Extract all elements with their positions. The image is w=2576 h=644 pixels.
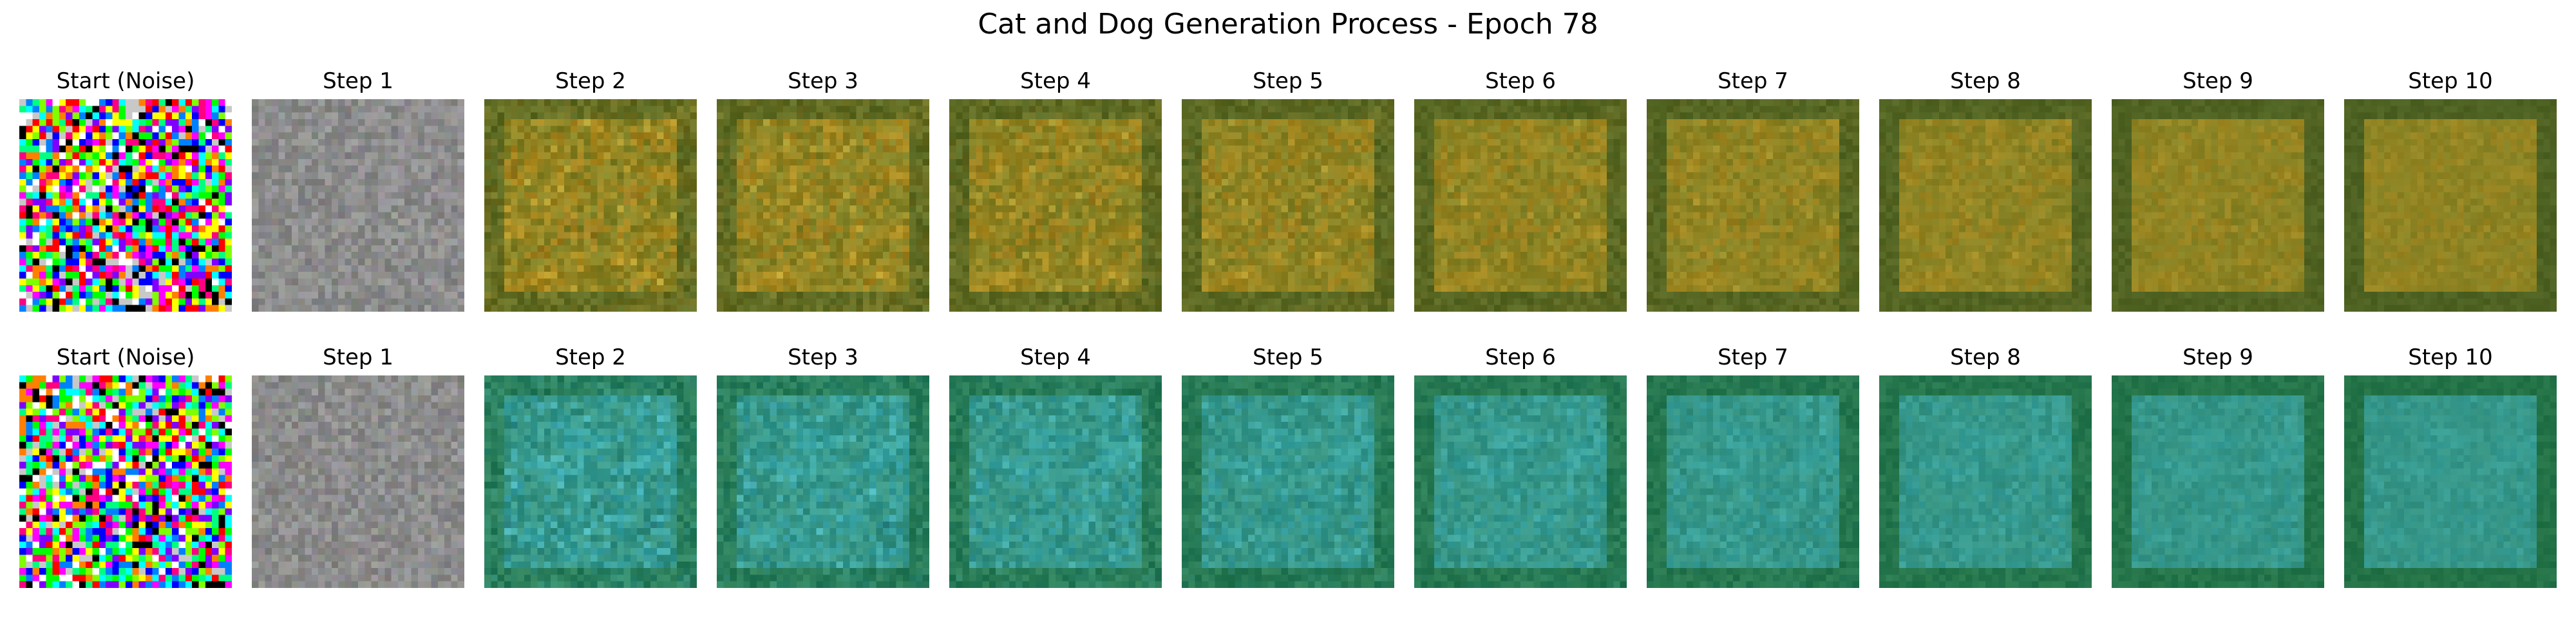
generated-image	[2344, 375, 2557, 588]
dog-row-panel-9: Step 9	[2112, 343, 2324, 588]
generated-image	[2112, 375, 2324, 588]
panel-title: Step 1	[323, 68, 393, 94]
cat-row-panel-7: Step 7	[1647, 67, 1859, 312]
panel-title: Step 7	[1718, 345, 1788, 370]
panel-title: Step 3	[788, 68, 858, 94]
panel-title: Step 1	[323, 345, 393, 370]
figure-title: Cat and Dog Generation Process - Epoch 7…	[978, 8, 1598, 41]
cat-row-panel-2: Step 2	[484, 67, 697, 312]
panel-title: Step 4	[1020, 345, 1091, 370]
generated-image	[1414, 99, 1627, 312]
generated-image	[1647, 375, 1859, 588]
panel-title: Step 4	[1020, 68, 1091, 94]
generated-image	[1879, 375, 2092, 588]
generated-image	[484, 99, 697, 312]
cat-row-panel-1: Step 1	[252, 67, 464, 312]
generated-image	[949, 99, 1162, 312]
panel-title: Step 6	[1485, 68, 1556, 94]
generated-image	[252, 99, 464, 312]
dog-row-panel-10: Step 10	[2344, 343, 2557, 588]
generated-image	[1414, 375, 1627, 588]
panel-title: Step 3	[788, 345, 858, 370]
panel-title: Step 2	[555, 345, 626, 370]
panel-title: Step 2	[555, 68, 626, 94]
panel-title: Step 6	[1485, 345, 1556, 370]
cat-row-panel-0: Start (Noise)	[19, 67, 232, 312]
generated-image	[2344, 99, 2557, 312]
panel-title: Step 7	[1718, 68, 1788, 94]
generated-image	[1182, 99, 1394, 312]
panel-title: Start (Noise)	[56, 68, 195, 94]
panel-title: Start (Noise)	[56, 345, 195, 370]
dog-row-panel-7: Step 7	[1647, 343, 1859, 588]
cat-row-panel-5: Step 5	[1182, 67, 1394, 312]
cat-row-panel-10: Step 10	[2344, 67, 2557, 312]
panel-title: Step 5	[1253, 345, 1323, 370]
generated-image	[484, 375, 697, 588]
dog-row-panel-4: Step 4	[949, 343, 1162, 588]
cat-row-panel-6: Step 6	[1414, 67, 1627, 312]
generated-image	[2112, 99, 2324, 312]
generated-image	[1879, 99, 2092, 312]
dog-row-panel-0: Start (Noise)	[19, 343, 232, 588]
dog-row-panel-6: Step 6	[1414, 343, 1627, 588]
panel-title: Step 8	[1950, 345, 2021, 370]
cat-row-panel-3: Step 3	[717, 67, 929, 312]
generated-image	[1647, 99, 1859, 312]
cat-row-panel-4: Step 4	[949, 67, 1162, 312]
panel-title: Step 9	[2183, 68, 2253, 94]
panel-title: Step 9	[2183, 345, 2253, 370]
panel-title: Step 8	[1950, 68, 2021, 94]
generated-image	[949, 375, 1162, 588]
panel-title: Step 10	[2408, 345, 2493, 370]
noise-image	[19, 375, 232, 588]
generated-image	[252, 375, 464, 588]
generated-image	[717, 375, 929, 588]
noise-image	[19, 99, 232, 312]
cat-row-panel-9: Step 9	[2112, 67, 2324, 312]
dog-row-panel-2: Step 2	[484, 343, 697, 588]
dog-row-panel-1: Step 1	[252, 343, 464, 588]
cat-row-panel-8: Step 8	[1879, 67, 2092, 312]
panel-title: Step 5	[1253, 68, 1323, 94]
generated-image	[717, 99, 929, 312]
dog-row-panel-3: Step 3	[717, 343, 929, 588]
dog-row-panel-8: Step 8	[1879, 343, 2092, 588]
dog-row-panel-5: Step 5	[1182, 343, 1394, 588]
generated-image	[1182, 375, 1394, 588]
panel-title: Step 10	[2408, 68, 2493, 94]
